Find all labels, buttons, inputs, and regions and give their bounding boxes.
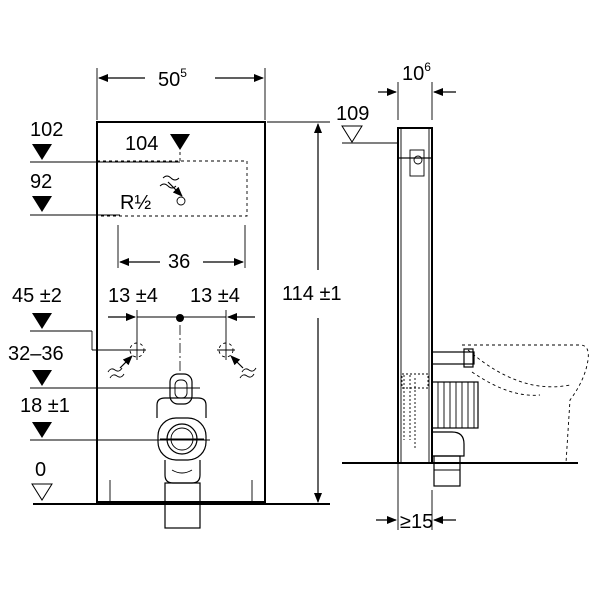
frame-height-label: 114 ±1 (282, 283, 342, 305)
cistern-top-marker (32, 144, 52, 160)
supply-span-label: 36 (168, 251, 190, 273)
supply-height-marker (32, 196, 52, 212)
side-view: 106 109 (336, 60, 589, 533)
front-frame (96, 121, 266, 503)
waste-range-marker (32, 370, 52, 386)
waste-height-label: 18 ±1 (20, 395, 70, 417)
flush-height-label: 104 (125, 133, 158, 155)
side-frame (397, 127, 433, 464)
front-view: 505 104 R½ 102 92 36 13 ±4 13 ±4 (8, 66, 342, 529)
flush-level-marker (170, 134, 190, 150)
floor-level-marker (31, 483, 53, 501)
connector-height-label: 45 ±2 (12, 285, 62, 307)
waste-connector (431, 381, 479, 429)
top-level-marker (341, 125, 363, 143)
toilet-outline (462, 344, 589, 464)
floor-level-label: 0 (35, 459, 46, 481)
waste-pipe-assembly (156, 373, 207, 529)
connector-height-marker (32, 313, 52, 329)
supply-height-label: 92 (30, 171, 52, 193)
supply-thread-label: R½ (120, 192, 151, 214)
cistern-top-label: 102 (30, 119, 63, 141)
frame-width-label: 505 (158, 66, 187, 91)
connector-left-label: 13 ±4 (108, 285, 158, 307)
frame-depth-label: 106 (402, 60, 431, 85)
top-level-label: 109 (336, 103, 369, 125)
cistern-outline (96, 160, 248, 217)
waste-height-marker (32, 422, 52, 438)
waste-range-label: 32–36 (8, 343, 64, 365)
connector-right-label: 13 ±4 (190, 285, 240, 307)
wall-gap-label: ≥15 (400, 511, 433, 533)
